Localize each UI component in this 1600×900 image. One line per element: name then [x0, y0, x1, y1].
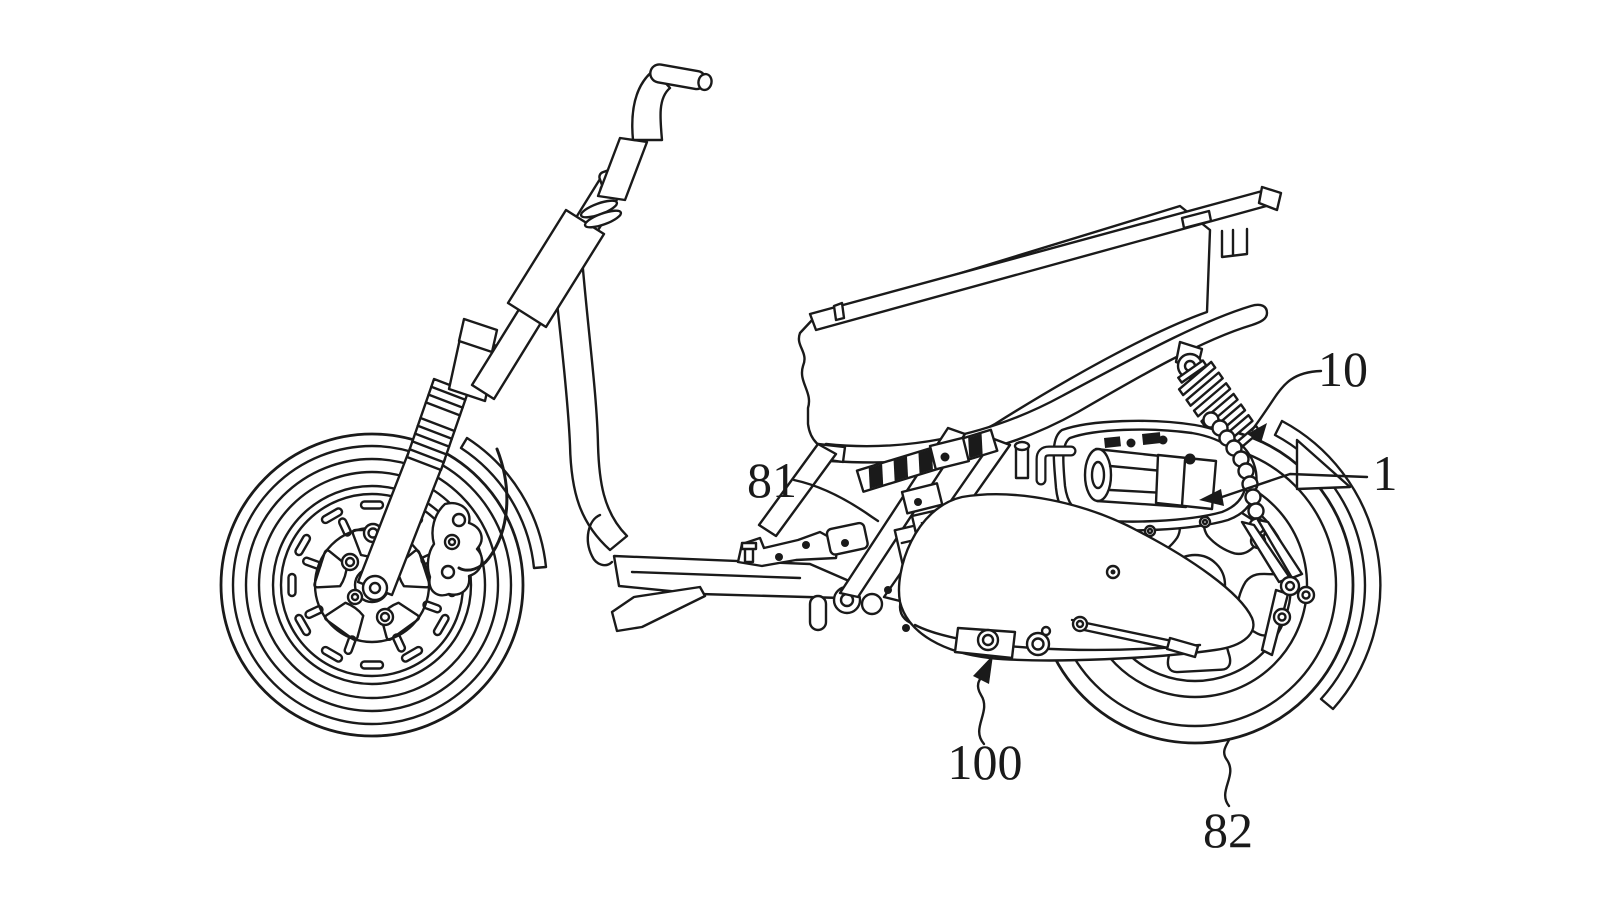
ref-label-10: 10 — [1318, 341, 1368, 397]
deck-left-tab — [832, 301, 846, 322]
deck-tab — [1180, 209, 1213, 230]
front-brake-cable — [457, 447, 509, 572]
deck-end-cap — [1257, 185, 1283, 212]
arrowhead-100 — [973, 655, 993, 684]
stand-hook — [586, 513, 614, 567]
grip-end-cap — [697, 72, 713, 92]
leader-line-82 — [1223, 738, 1232, 808]
leader-line-10 — [1250, 369, 1323, 432]
reference-annotations: 10 1 81 100 82 — [747, 341, 1398, 858]
cargo-deck-rail — [808, 185, 1283, 332]
arrowhead-10 — [1247, 423, 1267, 443]
front-axle — [361, 574, 389, 602]
brake-torque-rod — [1070, 615, 1200, 659]
side-stand — [610, 585, 707, 633]
ref-label-81: 81 — [747, 452, 797, 508]
handlebar — [596, 63, 713, 202]
swingarm-linkage — [1240, 518, 1316, 657]
leader-line-81 — [792, 478, 880, 523]
front-fork — [356, 317, 499, 602]
ref-label-100: 100 — [948, 734, 1023, 790]
shock-absorber — [1174, 340, 1262, 461]
ref-label-1: 1 — [1373, 445, 1398, 501]
intake-elbow — [1037, 447, 1075, 484]
tail-bracket — [1220, 227, 1249, 259]
floor-bracket — [736, 530, 840, 568]
frame-downtube — [551, 256, 629, 567]
filter-canister — [1083, 432, 1218, 511]
cvt-transmission-cover — [897, 493, 1255, 662]
leader-line-1 — [1220, 472, 1369, 499]
stand-spring-slot — [808, 594, 828, 632]
mid-frame-tube — [757, 442, 838, 538]
drawing-root: 10 1 81 100 82 — [219, 63, 1398, 858]
ref-label-82: 82 — [1203, 802, 1253, 858]
engine-hanger-plate — [825, 521, 869, 556]
handlebar-stem — [596, 136, 649, 202]
arrowhead-1 — [1199, 489, 1224, 506]
